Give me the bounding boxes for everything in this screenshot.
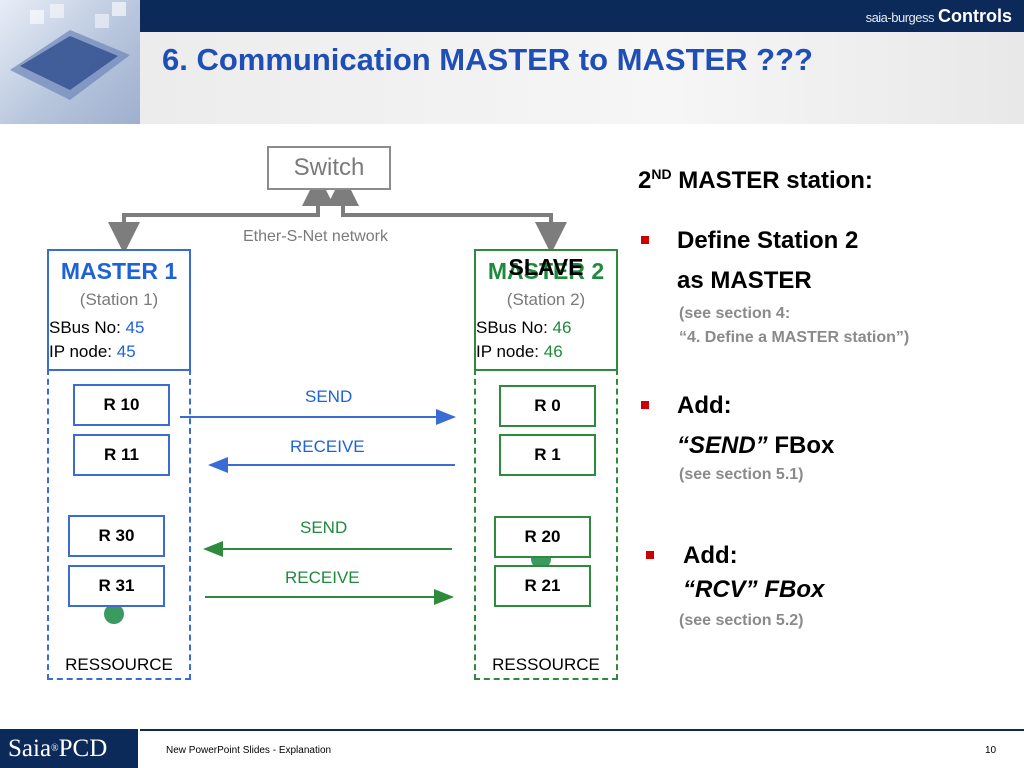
master1-station: (Station 1) [79,290,159,309]
master2-slave-overlay: SLAVE [508,254,584,280]
b2-sub: (see section 5.1) [679,466,804,483]
register-box: R 10 [73,384,170,426]
footer-logo: Saia® PCD [0,729,138,768]
master1-ip-label: IP node: [49,342,117,361]
receive-label-1: RECEIVE [290,437,365,456]
footer-text: New PowerPoint Slides - Explanation [166,745,332,756]
footer-logo-tail: PCD [58,734,108,762]
master2-ip: IP node: 46 [476,342,563,362]
send-label-1: SEND [305,387,353,406]
master1-station-box [47,249,191,371]
header-band [140,32,1024,124]
send-label-2: SEND [300,518,348,537]
master1-sbus-value: 45 [125,318,145,337]
bullet-icon [646,551,654,559]
slide-title: 6. Communication MASTER to MASTER ??? [162,42,813,77]
footer-logo-sup: ® [51,743,59,754]
master1-ip-value: 45 [116,342,136,361]
master2-station: (Station 2) [506,290,586,309]
page-number: 10 [985,745,997,756]
master1-ressource-label: RESSOURCE [65,655,173,674]
panel-heading-pre: 2 [638,167,652,194]
panel-heading-sup: ND [651,166,672,182]
register-box: R 31 [68,565,165,607]
master1-ip: IP node: 45 [49,342,136,362]
b3-line1: Add: [683,542,738,569]
brand-big-text: Controls [938,6,1012,26]
network-label: Ether-S-Net network [243,228,388,245]
register-box: R 1 [499,434,596,476]
header-product-image [0,0,140,124]
register-box: R 30 [68,515,165,557]
b3-sub: (see section 5.2) [679,612,804,629]
master2-sbus-value: 46 [552,318,572,337]
top-bar [140,0,1024,32]
master2-ip-label: IP node: [476,342,544,361]
bullet-icon [641,236,649,244]
master2-ressource-label: RESSOURCE [492,655,600,674]
receive-label-2: RECEIVE [285,568,360,587]
brand-small-text: saia-burgess [865,10,935,25]
switch-box: Switch [267,146,391,190]
b1-sub1: (see section 4: [679,305,791,322]
panel-heading-post: MASTER station: [671,167,873,194]
bullet-icon [641,401,649,409]
b2-line2-italic: “SEND” [677,432,768,459]
register-box: R 11 [73,434,170,476]
master2-ip-value: 46 [543,342,563,361]
register-box: R 21 [494,565,591,607]
panel-heading: 2ND MASTER station: [638,166,873,195]
b2-line1: Add: [677,392,732,419]
b1-line2: as MASTER [677,267,812,294]
master1-sbus-label: SBus No: [49,318,126,337]
status-dot-master1 [104,604,124,624]
footer-logo-main: Saia [8,734,52,762]
b1-line1: Define Station 2 [677,227,859,254]
b1-sub2: “4. Define a MASTER station”) [679,329,910,346]
master2-title: MASTER 2 [487,258,605,284]
master2-sbus-label: SBus No: [476,318,553,337]
master1-title: MASTER 1 [60,258,178,284]
register-box: R 0 [499,385,596,427]
b2-line2-rest: FBox [767,432,835,459]
b3-line2: “RCV” FBox [683,576,825,603]
master1-sbus: SBus No: 45 [49,318,144,338]
b2-line2: “SEND” FBox [677,432,834,460]
register-box: R 20 [494,516,591,558]
master2-sbus: SBus No: 46 [476,318,571,338]
master2-station-box [474,249,618,371]
footer-line [140,729,1024,731]
